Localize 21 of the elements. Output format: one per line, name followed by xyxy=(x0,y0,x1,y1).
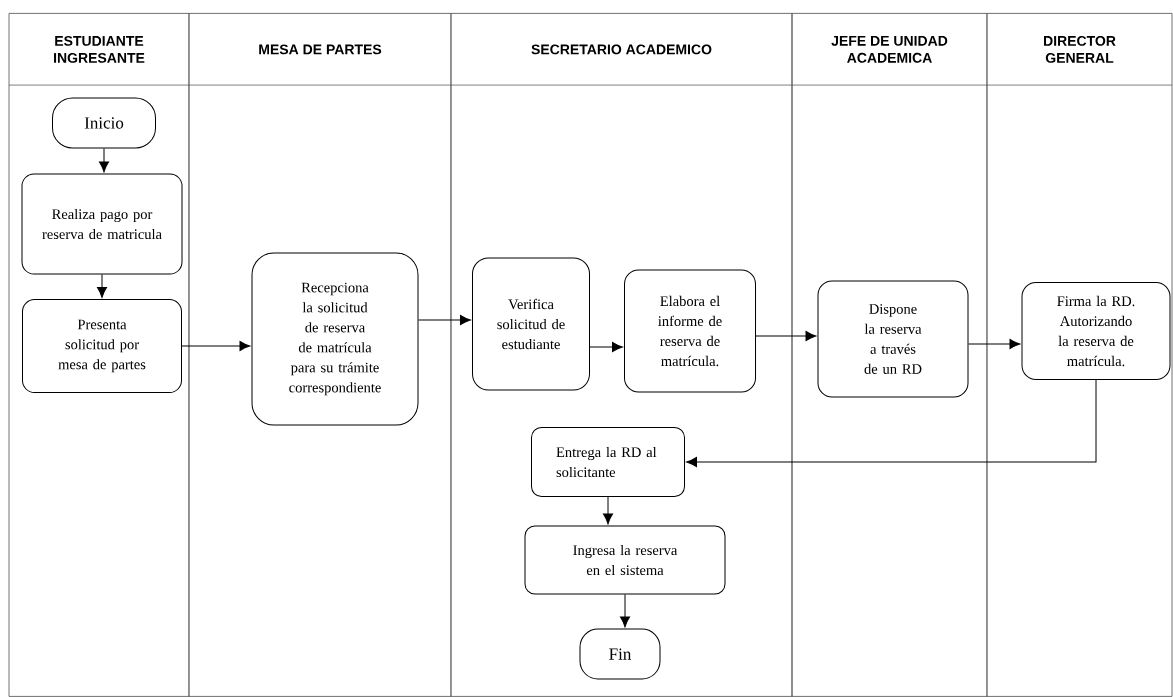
arrow xyxy=(97,274,108,298)
arrow xyxy=(603,496,614,525)
process-box: Elabora el informe de reserva de matrícula. xyxy=(624,269,756,393)
process-box: Entrega la RD al solicitante xyxy=(531,427,685,497)
arrow xyxy=(98,148,110,173)
arrow xyxy=(620,594,631,628)
process-box: Recepciona la solicitud de reserva de matrícula para su trámite correspondiente xyxy=(251,252,419,426)
arrow xyxy=(968,339,1021,350)
arrow xyxy=(686,379,1097,468)
arrow xyxy=(181,341,251,352)
process-box: Dispone la reserva a través de un RD xyxy=(817,280,969,398)
arrow xyxy=(755,331,817,342)
arrow xyxy=(589,342,623,353)
process-box: Firma la RD. Autorizando la reserva de matrícula. xyxy=(1021,282,1171,380)
arrow xyxy=(418,315,471,326)
terminal-box: Inicio xyxy=(52,97,156,149)
process-box: Ingresa la reserva en el sistema xyxy=(524,525,726,595)
process-box: Verifica solicitud de estudiante xyxy=(472,257,590,391)
process-box: Realiza pago por reserva de matricula xyxy=(21,173,183,275)
process-box: Presenta solicitud por mesa de partes xyxy=(22,299,182,393)
terminal-box: Fin xyxy=(579,628,661,680)
